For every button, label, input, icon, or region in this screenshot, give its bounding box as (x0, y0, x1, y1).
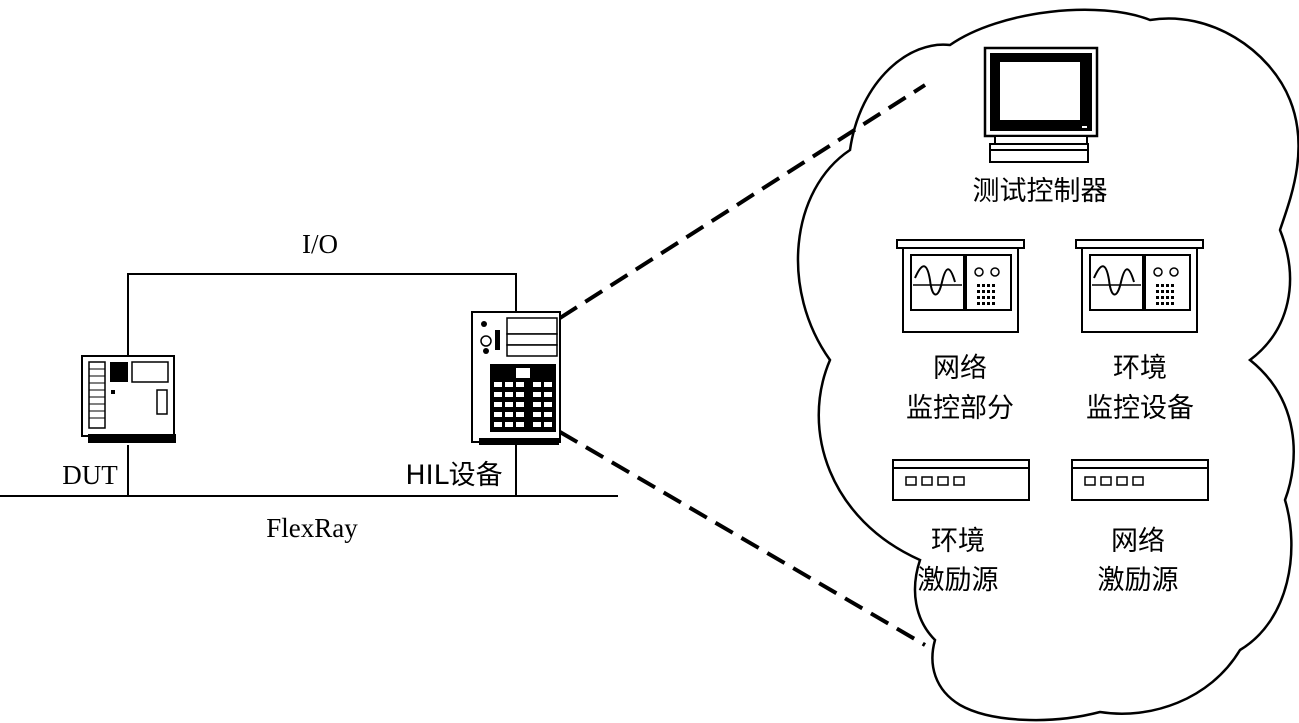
network-monitor-label-2: 监控部分 (906, 393, 1014, 424)
ecu-device-icon (81, 355, 176, 443)
io-label: I/O (302, 229, 338, 259)
computer-monitor-icon (983, 46, 1099, 163)
env-stimulus-label-1: 环境 (931, 526, 985, 557)
flexray-label: FlexRay (266, 513, 358, 543)
dut-label: DUT (62, 460, 118, 490)
link-upper-dashed (558, 83, 927, 320)
rack-unit-icon (1071, 459, 1209, 501)
link-lower-dashed (558, 430, 927, 647)
net-stimulus-label-2: 激励源 (1098, 565, 1179, 596)
net-stimulus-label-1: 网络 (1111, 526, 1165, 557)
io-connection-line (127, 273, 517, 358)
test-controller-label: 测试控制器 (973, 176, 1108, 207)
cloud-boundary (796, 8, 1299, 722)
rack-unit-icon (892, 459, 1030, 501)
env-monitor-label-1: 环境 (1113, 353, 1167, 384)
oscilloscope-panel-icon (896, 239, 1025, 333)
hil-device-label: HIL设备 (405, 460, 502, 491)
env-stimulus-label-2: 激励源 (918, 565, 999, 596)
network-monitor-label-1: 网络 (933, 353, 987, 384)
oscilloscope-panel-icon (1075, 239, 1204, 333)
env-monitor-label-2: 监控设备 (1086, 393, 1194, 424)
tower-server-icon (471, 311, 561, 445)
